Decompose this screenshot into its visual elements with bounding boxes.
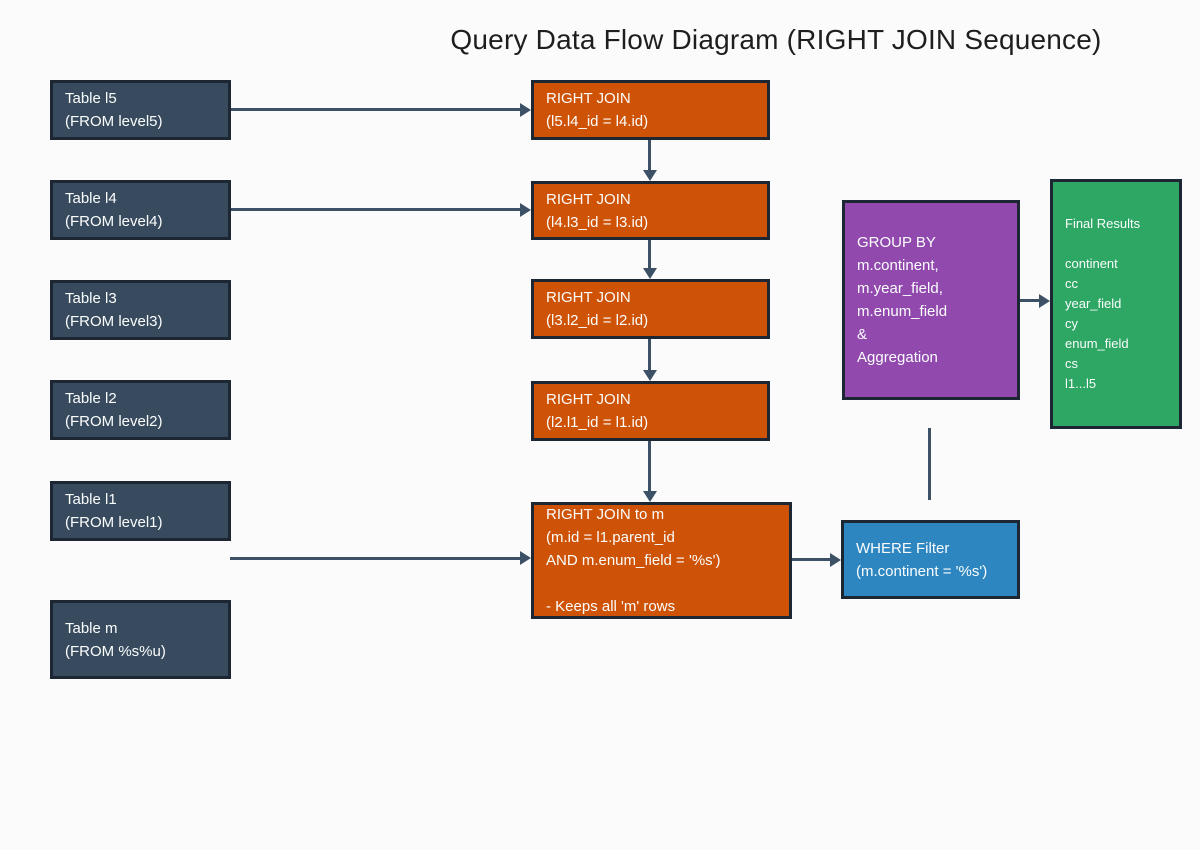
- text-line: WHERE Filter: [856, 539, 950, 557]
- text-line: [1065, 234, 1167, 254]
- node-final-results: Final Results continent cc year_field cy…: [1050, 179, 1182, 429]
- arrow-join1-to-join2: [648, 140, 651, 172]
- text-line: (m.continent = '%s'): [856, 562, 988, 580]
- text-line: cc: [1065, 276, 1078, 291]
- arrow-join4-to-joinm: [648, 441, 651, 493]
- node-table-l1: Table l1 (FROM level1): [50, 481, 231, 541]
- arrow-join3-to-join4: [648, 339, 651, 372]
- text-line: year_field: [1065, 296, 1122, 311]
- text-line: - Keeps all 'm' rows: [546, 598, 676, 615]
- text-line: m.year_field,: [857, 280, 943, 297]
- text-line: (FROM level4): [65, 213, 163, 230]
- text-line: l1...l5: [1065, 376, 1097, 391]
- node-table-l3: Table l3 (FROM level3): [50, 280, 231, 340]
- text-line: Table l5: [65, 90, 117, 107]
- text-line: Final Results: [1065, 216, 1141, 231]
- text-line: cs: [1065, 356, 1078, 371]
- node-table-l5: Table l5 (FROM level5): [50, 80, 231, 140]
- node-table-m: Table m (FROM %s%u): [50, 600, 231, 679]
- text-line: (l3.l2_id = l2.id): [546, 312, 649, 329]
- text-line: RIGHT JOIN: [546, 90, 631, 107]
- node-group-by: GROUP BY m.continent, m.year_field, m.en…: [842, 200, 1020, 400]
- text-line: Table l2: [65, 390, 117, 407]
- text-line: cy: [1065, 316, 1078, 331]
- text-line: (FROM level1): [65, 514, 163, 531]
- node-join-l4-l3: RIGHT JOIN (l4.l3_id = l3.id): [531, 181, 770, 240]
- arrowhead-down-icon: [643, 268, 657, 279]
- text-line: Table m: [65, 619, 118, 637]
- arrowhead-right-icon: [520, 551, 531, 565]
- arrowhead-down-icon: [643, 491, 657, 502]
- text-line: enum_field: [1065, 336, 1129, 351]
- text-line: m.enum_field: [857, 303, 948, 320]
- text-line: (l4.l3_id = l3.id): [546, 213, 649, 231]
- arrowhead-right-icon: [520, 203, 531, 217]
- text-line: Aggregation: [857, 349, 938, 366]
- text-line: (FROM level5): [65, 113, 163, 130]
- text-line: RIGHT JOIN to m: [546, 506, 665, 523]
- arrowhead-right-icon: [520, 103, 531, 117]
- text-line: RIGHT JOIN: [546, 289, 631, 306]
- text-line: AND m.enum_field = '%s'): [546, 552, 721, 569]
- node-join-m: RIGHT JOIN to m (m.id = l1.parent_id AND…: [531, 502, 792, 619]
- arrow-tables-to-joinm: [230, 557, 520, 560]
- text-line: Table l3: [65, 290, 117, 307]
- text-line: (FROM %s%u): [65, 642, 166, 660]
- node-join-l3-l2: RIGHT JOIN (l3.l2_id = l2.id): [531, 279, 770, 339]
- arrow-join2-to-join3: [648, 240, 651, 270]
- arrow-l5-to-join: [231, 108, 521, 111]
- text-line: &: [857, 326, 868, 343]
- text-line: RIGHT JOIN: [546, 391, 631, 408]
- text-line: (FROM level3): [65, 313, 163, 330]
- node-table-l2: Table l2 (FROM level2): [50, 380, 231, 440]
- arrowhead-right-icon: [1039, 294, 1050, 308]
- arrow-joinm-to-where: [792, 558, 830, 561]
- text-line: Table l1: [65, 491, 117, 508]
- arrowhead-down-icon: [643, 370, 657, 381]
- arrowhead-right-icon: [830, 553, 841, 567]
- node-table-l4: Table l4 (FROM level4): [50, 180, 231, 240]
- node-join-l5-l4: RIGHT JOIN (l5.l4_id = l4.id): [531, 80, 770, 140]
- connector-where-to-groupby: [928, 428, 931, 500]
- text-line: continent: [1065, 256, 1118, 271]
- node-join-l2-l1: RIGHT JOIN (l2.l1_id = l1.id): [531, 381, 770, 441]
- text-line: [546, 572, 777, 595]
- node-where-filter: WHERE Filter (m.continent = '%s'): [841, 520, 1020, 599]
- arrowhead-down-icon: [643, 170, 657, 181]
- arrow-groupby-to-final: [1020, 299, 1039, 302]
- text-line: m.continent,: [857, 257, 939, 274]
- text-line: Table l4: [65, 190, 117, 207]
- text-line: (l5.l4_id = l4.id): [546, 113, 649, 130]
- text-line: (m.id = l1.parent_id: [546, 529, 675, 546]
- diagram-title: Query Data Flow Diagram (RIGHT JOIN Sequ…: [450, 24, 1102, 55]
- text-line: (FROM level2): [65, 413, 163, 430]
- text-line: RIGHT JOIN: [546, 190, 631, 208]
- text-line: GROUP BY: [857, 234, 936, 251]
- arrow-l4-to-join: [231, 208, 521, 211]
- text-line: (l2.l1_id = l1.id): [546, 414, 649, 431]
